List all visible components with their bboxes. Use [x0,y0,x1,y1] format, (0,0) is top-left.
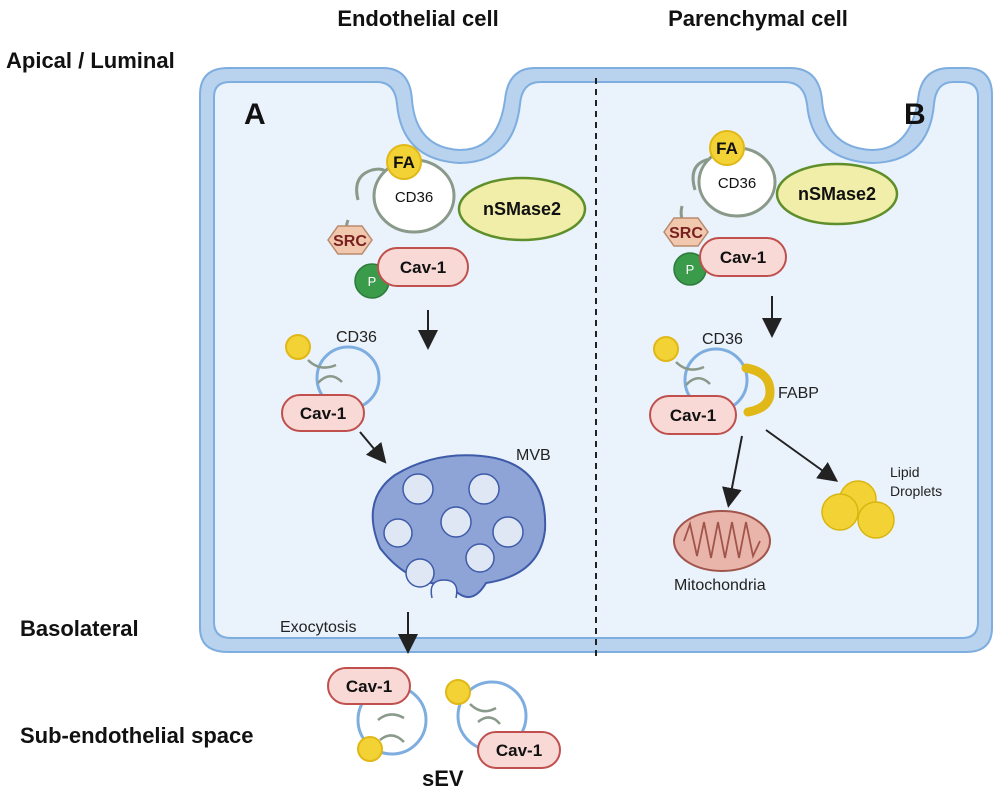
cd36-label-a: CD36 [395,189,433,206]
src-b [663,217,709,247]
arrow-to-mitochondria [722,435,743,508]
sev-cd36-tail-left1 [377,713,405,721]
intraluminal-vesicle [468,473,500,505]
vesicle-cd36-tail-a1 [307,359,337,369]
vesicle-cav1-b [649,395,737,435]
lipid-label-line2: Droplets [890,483,942,499]
endocytic-vesicle-a: CD36 Cav-1 [281,329,381,432]
p-label-b: P [686,262,695,277]
intraluminal-vesicle [440,506,472,538]
fatty-acid-b [709,130,745,166]
p-label-a: P [368,274,377,289]
sev-cd36-tail-right1 [469,703,497,713]
lipid-droplets [821,480,895,539]
parenchymal-caveola-complex: FA CD36 nSMase2 SRC P Cav-1 [663,130,899,286]
vesicle-cd36-label-b: CD36 [702,331,743,348]
sev-fa-left [357,736,383,762]
parenchymal-cell-header: Parenchymal cell [668,6,848,31]
fatty-acid-a [386,144,422,180]
sev-fa-right [445,679,471,705]
cav1-a [377,247,469,287]
vesicle-fa-a [285,334,311,360]
sev-cav1-label-right: Cav-1 [496,741,542,760]
nsmase2-b [775,162,899,226]
apical-luminal-label: Apical / Luminal [6,48,175,73]
vesicle-cav1-label-b: Cav-1 [670,406,716,425]
vesicle-cav1-a [281,394,365,432]
nsmase2-a [457,176,587,242]
src-label-b: SRC [669,225,703,242]
mitochondria [673,510,771,572]
vesicle-cav1-label-a: Cav-1 [300,404,346,423]
sev-cd36-tail-right2 [477,716,501,725]
vesicle-cd36-label-a: CD36 [336,329,377,346]
vesicle-cd36-tail-b2 [685,377,711,386]
mvb [371,454,547,599]
panel-b-label: B [904,98,926,131]
fa-label-b: FA [716,139,738,158]
fa-label-a: FA [393,153,415,172]
nsmase2-label-a: nSMase2 [483,199,561,219]
fabp [741,363,775,417]
cd36-label-b: CD36 [718,175,756,192]
mvb-budding-notch [430,579,458,599]
vesicle-cd36-tail-b1 [675,361,705,371]
arrow-to-mvb [359,431,387,464]
sev-right: Cav-1 [445,679,561,769]
sev-cav1-left [327,667,411,705]
endocytic-vesicle-b: CD36 FABP Cav-1 [649,331,819,435]
intraluminal-vesicle [465,543,495,573]
fabp-label: FABP [778,385,819,402]
subendothelial-space-label: Sub-endothelial space [20,723,254,748]
cav1-label-a: Cav-1 [400,258,446,277]
mvb-label: MVB [516,447,551,464]
intraluminal-vesicle [402,473,434,505]
lipid-droplet [821,493,859,531]
intraluminal-vesicle [405,558,435,588]
exocytosis-label: Exocytosis [280,619,356,636]
sev-left: Cav-1 [327,667,428,762]
src-label-a: SRC [333,233,367,250]
arrow-to-lipid-droplets [765,429,839,482]
intraluminal-vesicle [383,518,413,548]
nsmase2-label-b: nSMase2 [798,184,876,204]
vesicle-fa-b [653,336,679,362]
basolateral-label: Basolateral [20,616,139,641]
intraluminal-vesicle [492,516,524,548]
endothelial-caveola-complex: FA CD36 nSMase2 SRC P Cav-1 [327,144,587,299]
cav1-label-b: Cav-1 [720,248,766,267]
lipid-droplet [857,501,895,539]
mitochondria-cristae [683,520,761,559]
sev-label: sEV [422,766,464,791]
sev-cav1-right [477,731,561,769]
vesicle-cd36-tail-a2 [317,375,343,384]
sev-cav1-label-left: Cav-1 [346,677,392,696]
endothelial-cell-header: Endothelial cell [337,6,498,31]
panel-a-label: A [244,98,266,131]
mitochondria-label: Mitochondria [674,577,766,594]
sev-cd36-tail-left2 [379,734,405,743]
cav1-b [699,237,787,277]
src-a [327,225,373,255]
lipid-label-line1: Lipid [890,464,920,480]
